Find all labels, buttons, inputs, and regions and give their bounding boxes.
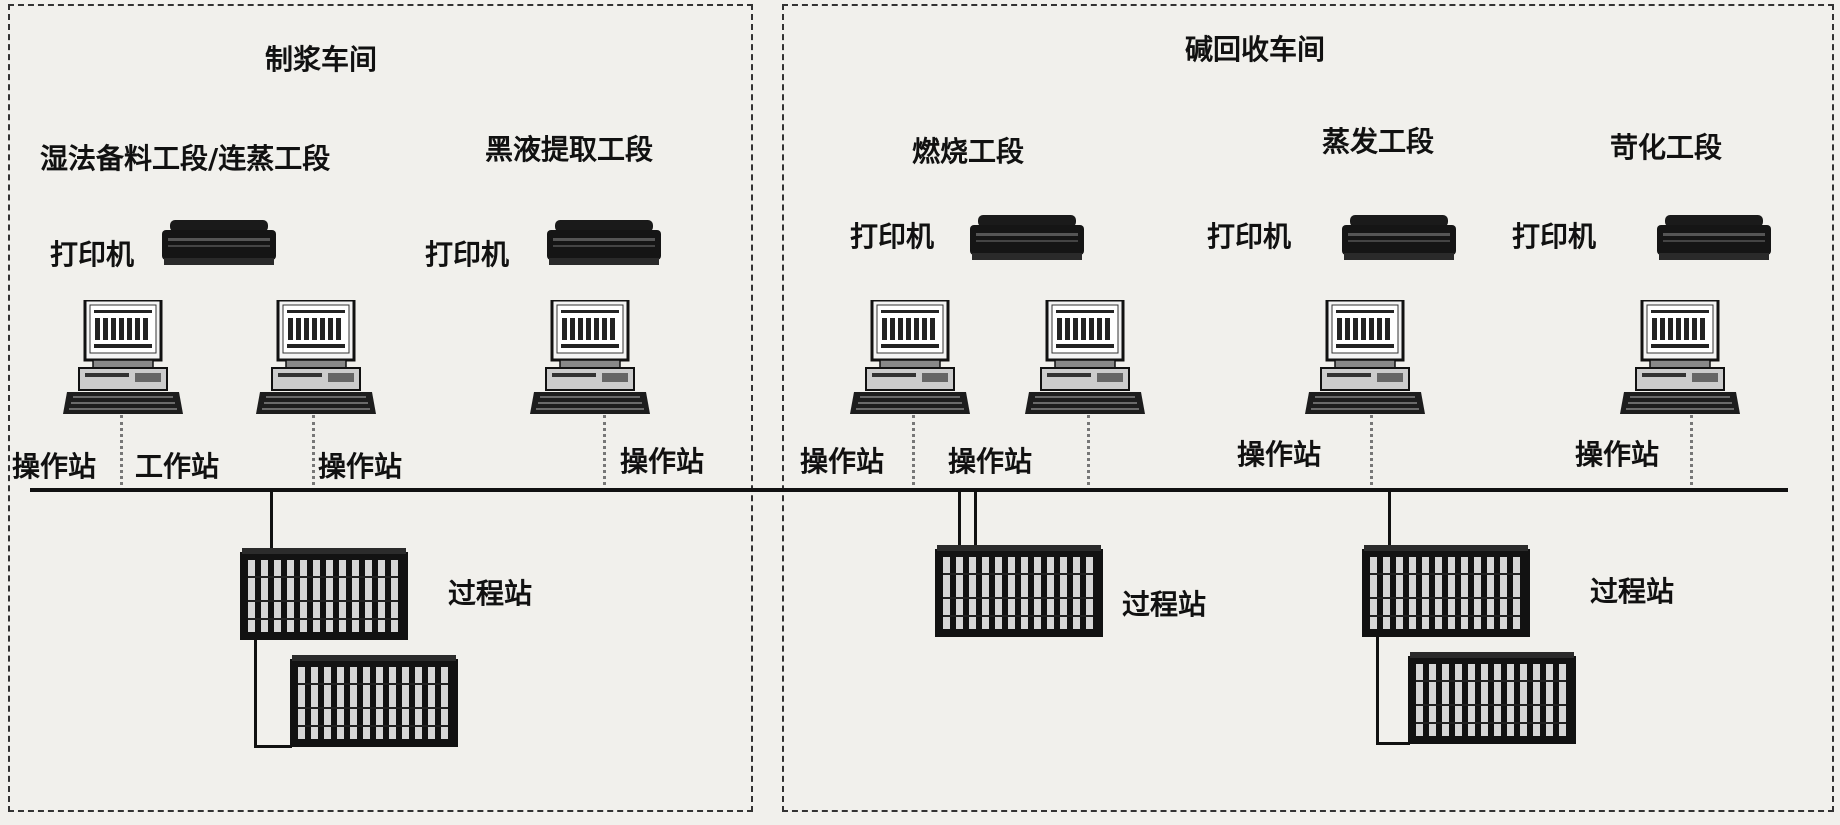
rack-link-line [254,745,292,748]
operator-station-label-4: 操作站 [800,445,885,478]
alkali-recovery-workshop-region [782,4,1834,812]
bus-drop-line [958,492,961,547]
rack-link-line [1376,637,1379,745]
plc-rack-icon [290,655,458,747]
computer-icon [63,300,183,415]
printer-icon [545,220,663,266]
bus-drop-line [270,492,273,550]
connector-dotted [1370,415,1373,485]
alkali-recovery-workshop-title: 碱回收车间 [1185,33,1326,66]
process-station-label-1: 过程站 [448,577,533,610]
section-wet-prep-continuous-cooking: 湿法备料工段/连蒸工段 [40,142,331,175]
printer-label-1: 打印机 [50,238,135,271]
connector-dotted [312,415,315,485]
process-station-label-2: 过程站 [1122,588,1207,621]
process-station-label-3: 过程站 [1590,575,1675,608]
section-evaporation: 蒸发工段 [1322,125,1435,158]
connector-dotted [120,415,123,485]
bus-drop-line [974,492,977,547]
printer-icon [1340,215,1458,261]
computer-icon [850,300,970,415]
section-black-liquor-extraction: 黑液提取工段 [485,133,654,166]
printer-label-3: 打印机 [850,220,935,253]
operator-station-label-7: 操作站 [1575,438,1660,471]
operator-station-label-5: 操作站 [948,445,1033,478]
engineer-station-label: 工作站 [135,450,220,483]
computer-icon [1025,300,1145,415]
rack-link-line [1376,742,1410,745]
printer-label-2: 打印机 [425,238,510,271]
connector-dotted [1087,415,1090,485]
operator-station-label-6: 操作站 [1237,438,1322,471]
plc-rack-icon [1408,652,1576,744]
network-bus [30,488,1788,492]
bus-drop-line [1388,492,1391,547]
connector-dotted [1690,415,1693,485]
connector-dotted [912,415,915,485]
plc-rack-icon [935,545,1103,637]
printer-label-5: 打印机 [1512,220,1597,253]
section-causticizing: 苛化工段 [1610,131,1723,164]
connector-dotted [603,415,606,485]
printer-label-4: 打印机 [1207,220,1292,253]
printer-icon [160,220,278,266]
operator-station-label-1: 操作站 [12,450,97,483]
rack-link-line [254,640,257,748]
operator-station-label-2: 操作站 [318,450,403,483]
plc-rack-icon [240,548,408,640]
printer-icon [968,215,1086,261]
printer-icon [1655,215,1773,261]
operator-station-label-3: 操作站 [620,445,705,478]
plc-rack-icon [1362,545,1530,637]
computer-icon [1620,300,1740,415]
section-combustion: 燃烧工段 [912,135,1025,168]
pulping-workshop-title: 制浆车间 [265,43,378,76]
computer-icon [530,300,650,415]
pulping-workshop-region [8,4,753,812]
computer-icon [256,300,376,415]
computer-icon [1305,300,1425,415]
